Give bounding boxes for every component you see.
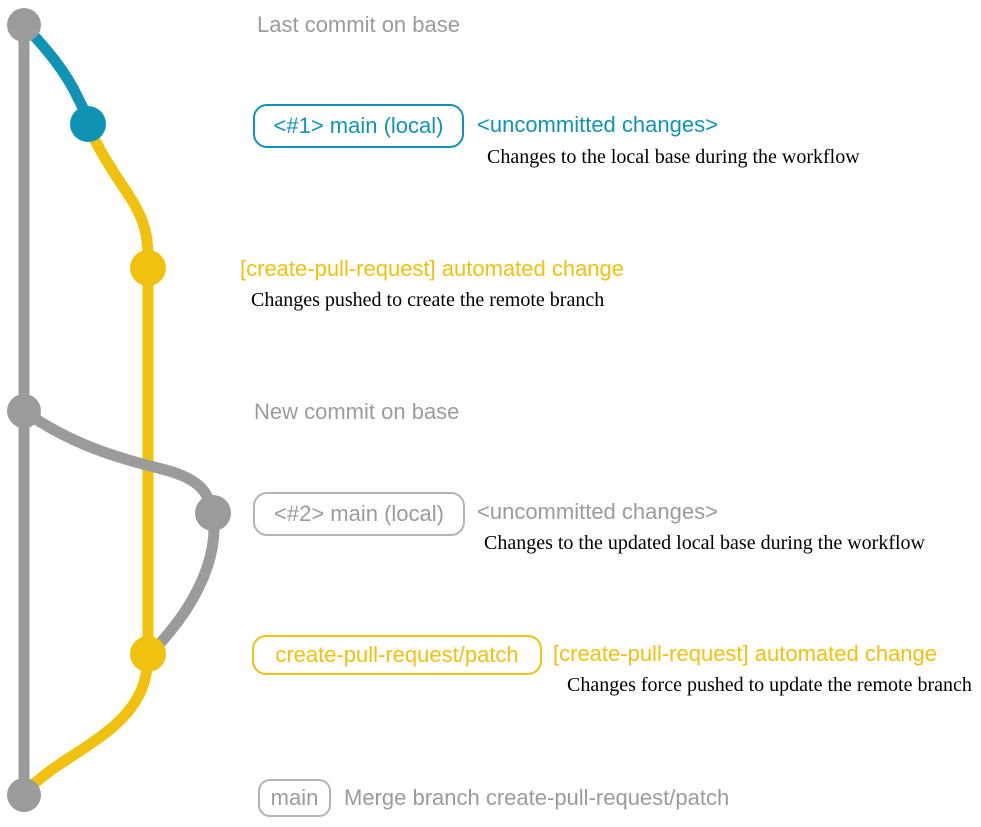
local-main-2-branch-curve <box>20 406 220 659</box>
local-main-2-commit-title: <uncommitted changes> <box>477 499 718 524</box>
commit-dot-new-base <box>7 394 41 428</box>
remote-push-1-commit-title: [create-pull-request] automated change <box>240 256 625 281</box>
commit-dot-remote-push-2 <box>130 636 166 672</box>
commit-dot-local-main-2 <box>195 495 231 531</box>
local-main-1-branch-badge: <#1> main (local) <box>253 104 464 148</box>
commit-dot-last-base <box>7 8 41 42</box>
local-main-1-commit-description: Changes to the local base during the wor… <box>487 146 860 168</box>
last-commit-label: Last commit on base <box>257 12 460 37</box>
commit-dot-local-main-1 <box>70 106 106 142</box>
local-main-2-commit-description: Changes to the updated local base during… <box>484 532 925 554</box>
merge-commit-label: Merge branch create-pull-request/patch <box>344 785 730 810</box>
remote-push-1-commit-description: Changes pushed to create the remote bran… <box>251 289 605 311</box>
new-commit-label: New commit on base <box>254 399 460 424</box>
main-branch-badge: main <box>258 779 331 817</box>
commit-dot-remote-push-1 <box>130 250 166 286</box>
commit-dot-merge <box>7 778 41 812</box>
local-main-2-branch-badge: <#2> main (local) <box>253 492 465 536</box>
remote-push-2-commit-description: Changes force pushed to update the remot… <box>567 674 972 696</box>
remote-branch-badge: create-pull-request/patch <box>252 635 542 675</box>
remote-push-2-commit-title: [create-pull-request] automated change <box>553 641 938 666</box>
local-main-1-commit-title: <uncommitted changes> <box>477 112 718 137</box>
